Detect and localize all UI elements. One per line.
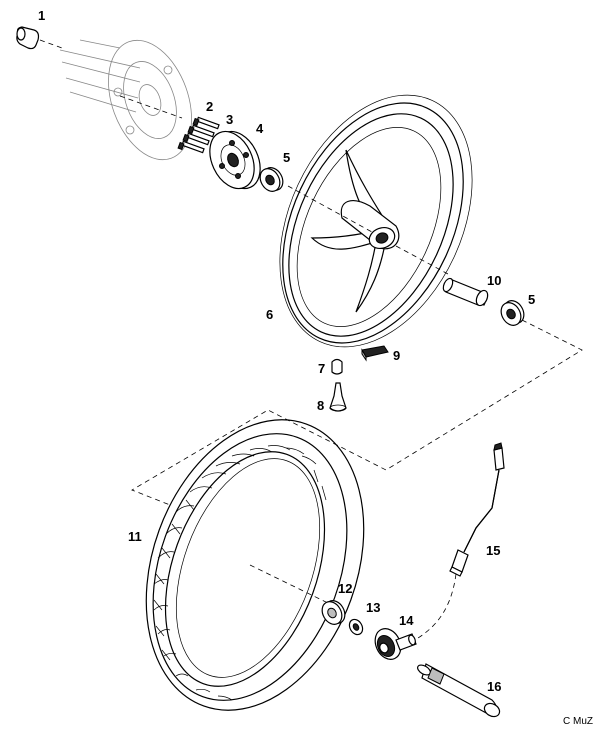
speedometer-cable-part-15 (417, 442, 505, 639)
callout-9: 9 (393, 348, 400, 363)
hub-with-brake-disc (59, 39, 192, 161)
callout-8: 8 (317, 398, 324, 413)
bearing-part-5-left (259, 167, 284, 192)
copyright-mark: C MuZ (563, 716, 593, 727)
valve-cap-part-7 (331, 358, 343, 375)
bearing-part-5-right (500, 300, 525, 326)
callout-10: 10 (487, 273, 501, 288)
callout-16: 16 (487, 679, 501, 694)
carrier-part-4 (209, 130, 261, 190)
callout-14: 14 (399, 613, 414, 628)
spacer-part-10 (442, 277, 489, 307)
cap-part-1 (16, 26, 63, 50)
axle-part-16 (417, 663, 501, 718)
callout-11: 11 (128, 529, 142, 544)
callout-3: 3 (226, 112, 233, 127)
tyre-part-11 (145, 419, 365, 711)
callout-6: 6 (266, 307, 273, 322)
callout-12: 12 (338, 581, 352, 596)
callout-4: 4 (256, 121, 264, 136)
callout-5-right: 5 (528, 292, 535, 307)
callout-15: 15 (486, 543, 500, 558)
seal-part-12 (321, 600, 346, 625)
balance-weight-part-9 (361, 345, 389, 362)
speedometer-drive-part-14 (374, 628, 417, 660)
washer-part-13 (348, 618, 364, 636)
callout-5-left: 5 (283, 150, 290, 165)
callout-2: 2 (206, 99, 213, 114)
callout-7: 7 (318, 361, 325, 376)
valve-part-8 (329, 382, 347, 412)
screws-part-2-3 (177, 116, 220, 154)
callout-1: 1 (38, 8, 45, 23)
wheel-rim-part-6 (279, 94, 473, 348)
callout-13: 13 (366, 600, 380, 615)
